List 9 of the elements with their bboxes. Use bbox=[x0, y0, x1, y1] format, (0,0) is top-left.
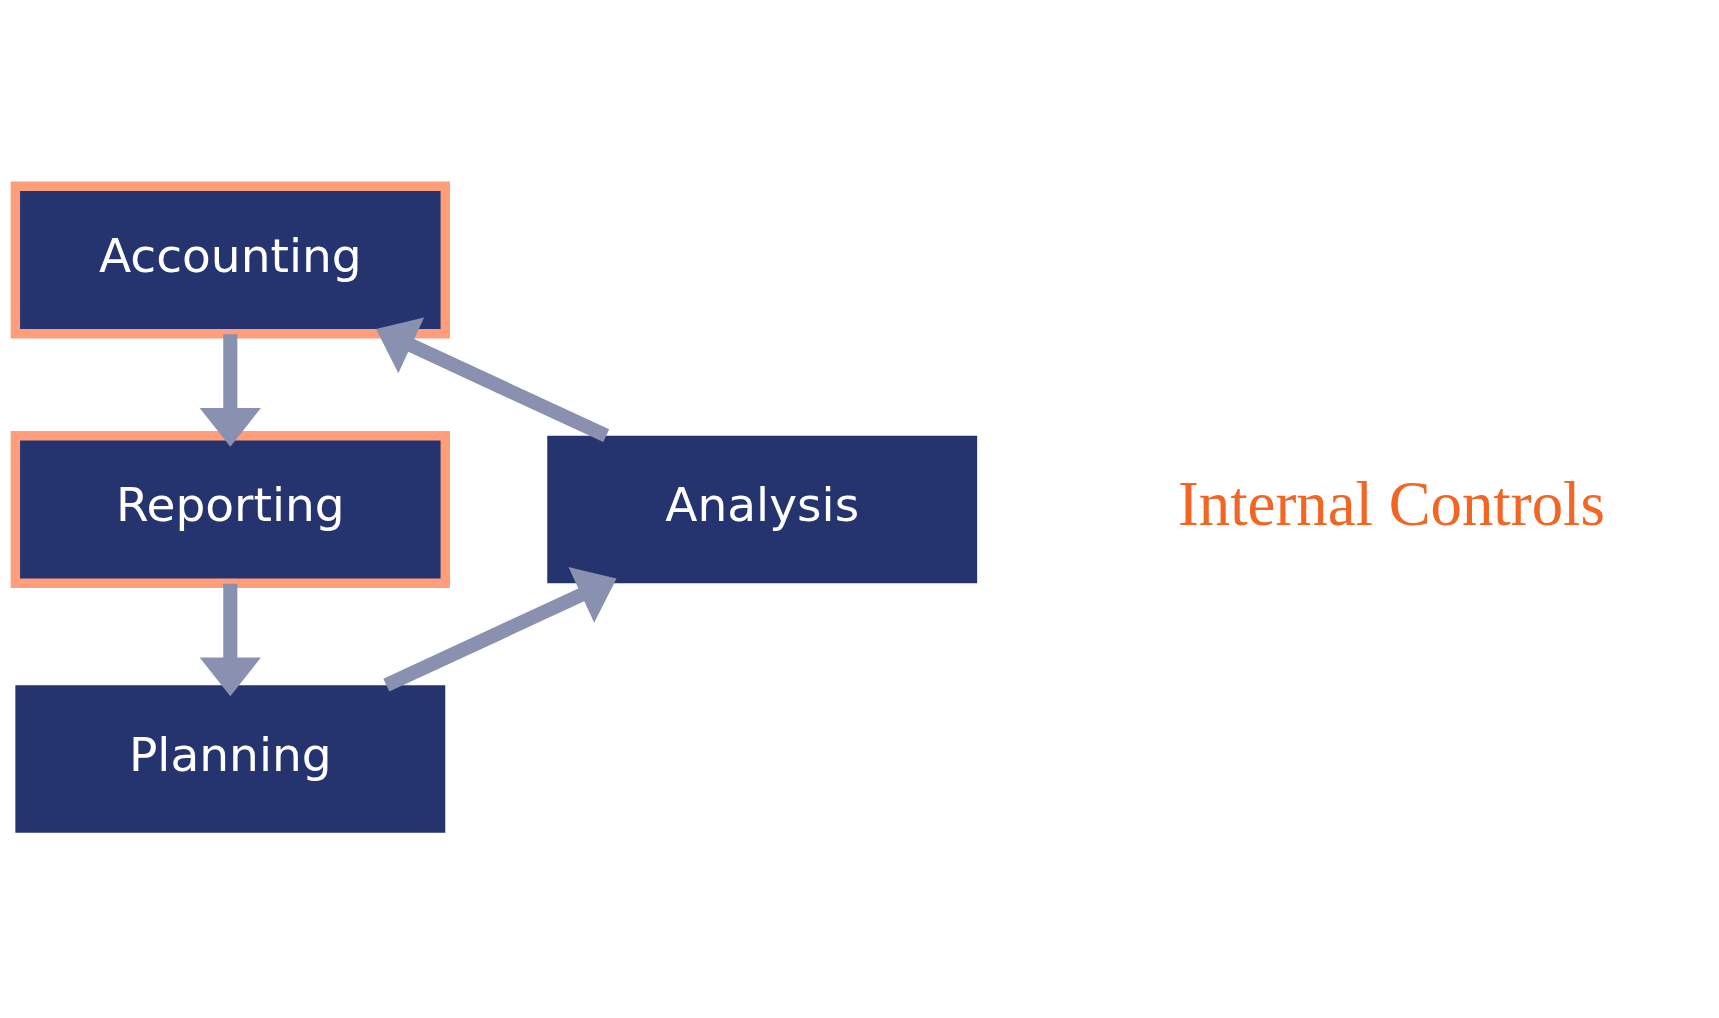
node-box: Reporting bbox=[10, 430, 450, 588]
node-box: Planning bbox=[15, 684, 446, 833]
node-box: Accounting bbox=[10, 181, 450, 338]
label: Internal Controls bbox=[1177, 468, 1605, 539]
node-box: Analysis bbox=[547, 435, 978, 583]
arrow bbox=[375, 317, 610, 442]
arrow bbox=[383, 566, 617, 692]
arrow bbox=[199, 583, 261, 696]
arrow bbox=[199, 333, 261, 447]
